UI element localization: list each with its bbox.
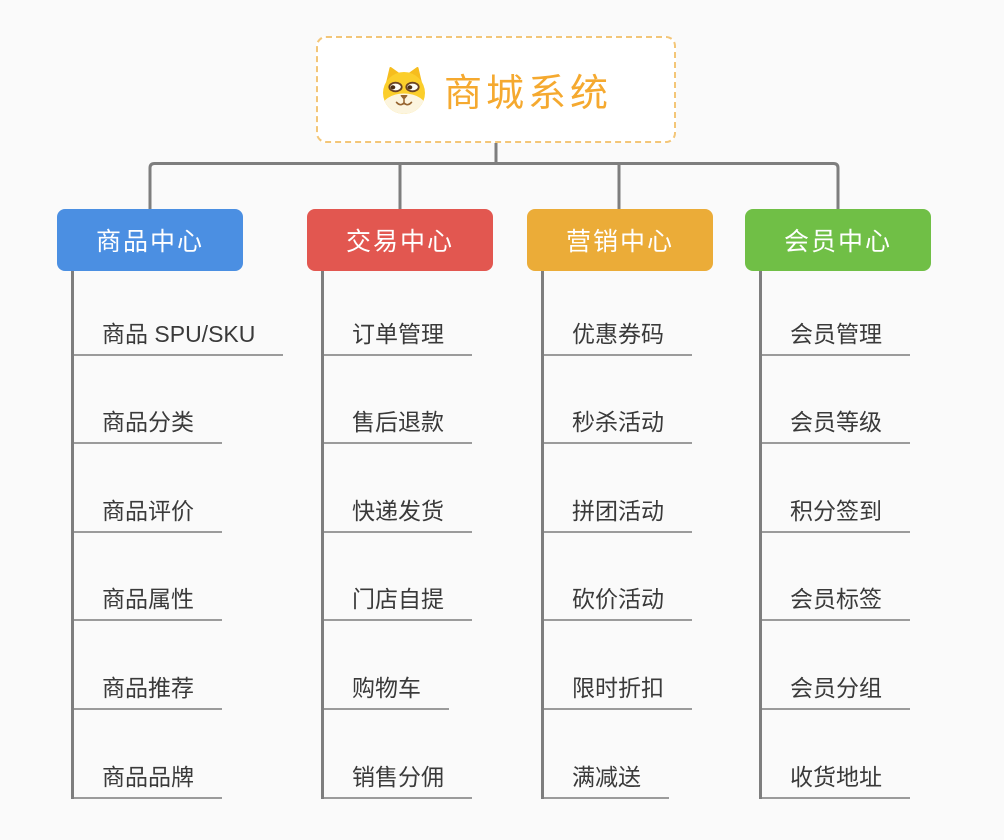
child-topic[interactable]: 销售分佣	[324, 710, 472, 799]
child-topic[interactable]: 会员标签	[762, 533, 910, 622]
child-topic-label: 收货地址	[762, 758, 910, 799]
child-topic-label: 订单管理	[324, 315, 472, 356]
child-topic-label: 商品分类	[74, 403, 222, 445]
child-topic-label: 限时折扣	[544, 669, 692, 710]
child-topic-label: 销售分佣	[324, 758, 472, 799]
child-topic[interactable]: 快递发货	[324, 444, 472, 533]
branch-node-member-center[interactable]: 会员中心	[745, 209, 931, 271]
child-topic[interactable]: 满减送	[544, 710, 692, 799]
child-topic[interactable]: 拼团活动	[544, 444, 692, 533]
child-topic[interactable]: 售后退款	[324, 356, 472, 445]
child-topic[interactable]: 积分签到	[762, 444, 910, 533]
dog-face-icon	[380, 66, 428, 114]
branch-children-product: 商品 SPU/SKU 商品分类 商品评价 商品属性 商品推荐 商品品牌	[71, 271, 284, 799]
child-topic[interactable]: 收货地址	[762, 710, 910, 799]
child-topic-label: 购物车	[324, 669, 449, 710]
child-topic[interactable]: 限时折扣	[544, 621, 692, 710]
child-topic-label: 商品品牌	[74, 758, 222, 799]
child-topic[interactable]: 商品品牌	[74, 710, 283, 799]
child-topic[interactable]: 商品分类	[74, 356, 283, 445]
child-topic-label: 满减送	[544, 758, 669, 799]
branch-children-member: 会员管理 会员等级 积分签到 会员标签 会员分组 收货地址	[759, 271, 910, 799]
child-topic-label: 优惠券码	[544, 315, 692, 356]
child-topic-label: 会员标签	[762, 580, 910, 622]
branch-node-product-center[interactable]: 商品中心	[57, 209, 243, 271]
branch-children-marketing: 优惠券码 秒杀活动 拼团活动 砍价活动 限时折扣 满减送	[541, 271, 692, 799]
child-topic-label: 积分签到	[762, 492, 910, 533]
child-topic-label: 商品属性	[74, 580, 222, 622]
child-topic-label: 售后退款	[324, 403, 472, 445]
child-topic[interactable]: 购物车	[324, 621, 472, 710]
branch-children-trade: 订单管理 售后退款 快递发货 门店自提 购物车 销售分佣	[321, 271, 472, 799]
branch-node-trade-center[interactable]: 交易中心	[307, 209, 493, 271]
child-topic[interactable]: 会员管理	[762, 271, 910, 356]
child-topic-label: 会员管理	[762, 315, 910, 356]
child-topic[interactable]: 订单管理	[324, 271, 472, 356]
root-node-label: 商城系统	[443, 73, 612, 115]
branch-node-marketing-center[interactable]: 营销中心	[527, 209, 713, 271]
child-topic-label: 商品推荐	[74, 669, 222, 710]
child-topic[interactable]: 商品 SPU/SKU	[74, 271, 284, 356]
child-topic[interactable]: 会员分组	[762, 621, 910, 710]
child-topic[interactable]: 优惠券码	[544, 271, 692, 356]
child-topic-label: 快递发货	[324, 492, 472, 533]
child-topic-label: 砍价活动	[544, 580, 692, 622]
child-topic[interactable]: 商品评价	[74, 444, 283, 533]
distribution-bracket-line	[148, 162, 840, 210]
child-topic-label: 会员分组	[762, 669, 910, 710]
child-topic-label: 门店自提	[324, 580, 472, 622]
child-topic[interactable]: 砍价活动	[544, 533, 692, 622]
child-topic[interactable]: 商品推荐	[74, 621, 283, 710]
child-topic-label: 秒杀活动	[544, 403, 692, 445]
root-node[interactable]: 商城系统	[316, 36, 676, 143]
child-topic[interactable]: 商品属性	[74, 533, 283, 622]
child-topic[interactable]: 门店自提	[324, 533, 472, 622]
child-topic-label: 商品评价	[74, 492, 222, 533]
child-topic[interactable]: 会员等级	[762, 356, 910, 445]
child-topic[interactable]: 秒杀活动	[544, 356, 692, 445]
child-topic-label: 商品 SPU/SKU	[74, 315, 284, 356]
child-topic-label: 会员等级	[762, 403, 910, 445]
child-topic-label: 拼团活动	[544, 492, 692, 533]
